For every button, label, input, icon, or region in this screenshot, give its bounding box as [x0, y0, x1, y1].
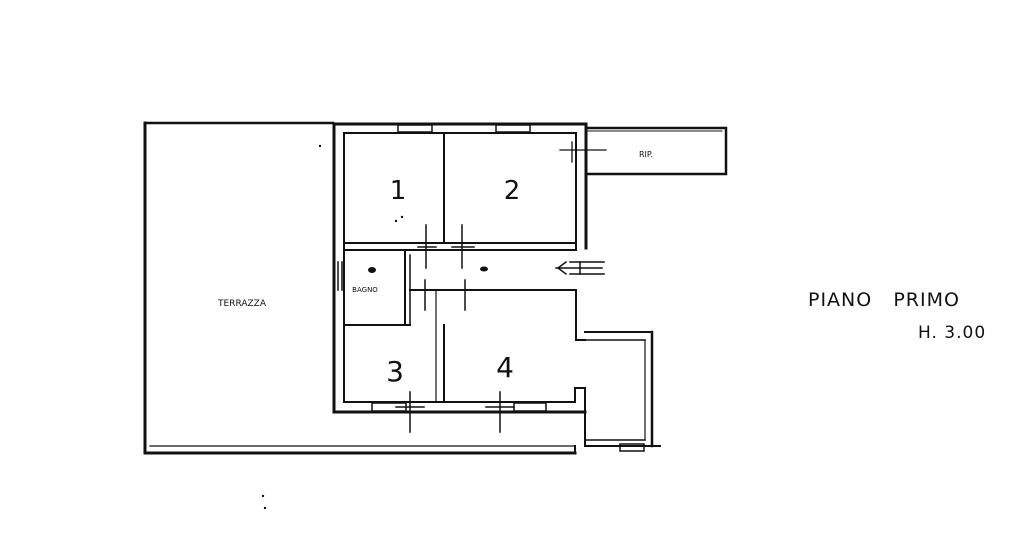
interior-walls — [343, 132, 577, 403]
storage-label: RIP. — [639, 150, 653, 159]
floor-caption: PIANO PRIMO — [808, 289, 960, 311]
storage-room-walls — [584, 126, 728, 176]
bathroom-label: BAGNO — [352, 286, 378, 294]
entrance-arrow — [555, 260, 605, 276]
room-label-3: 3 — [386, 355, 404, 388]
height-caption: H. 3.00 — [918, 323, 986, 343]
terrace-outline — [143, 121, 577, 455]
terrace-label: TERRAZZA — [217, 299, 267, 309]
room-label-1: 1 — [390, 176, 407, 206]
fixtures — [261, 144, 488, 510]
annex-walls — [574, 330, 661, 448]
room-label-4: 4 — [496, 351, 514, 384]
room-label-2: 2 — [504, 176, 521, 206]
door-marks — [395, 141, 607, 433]
